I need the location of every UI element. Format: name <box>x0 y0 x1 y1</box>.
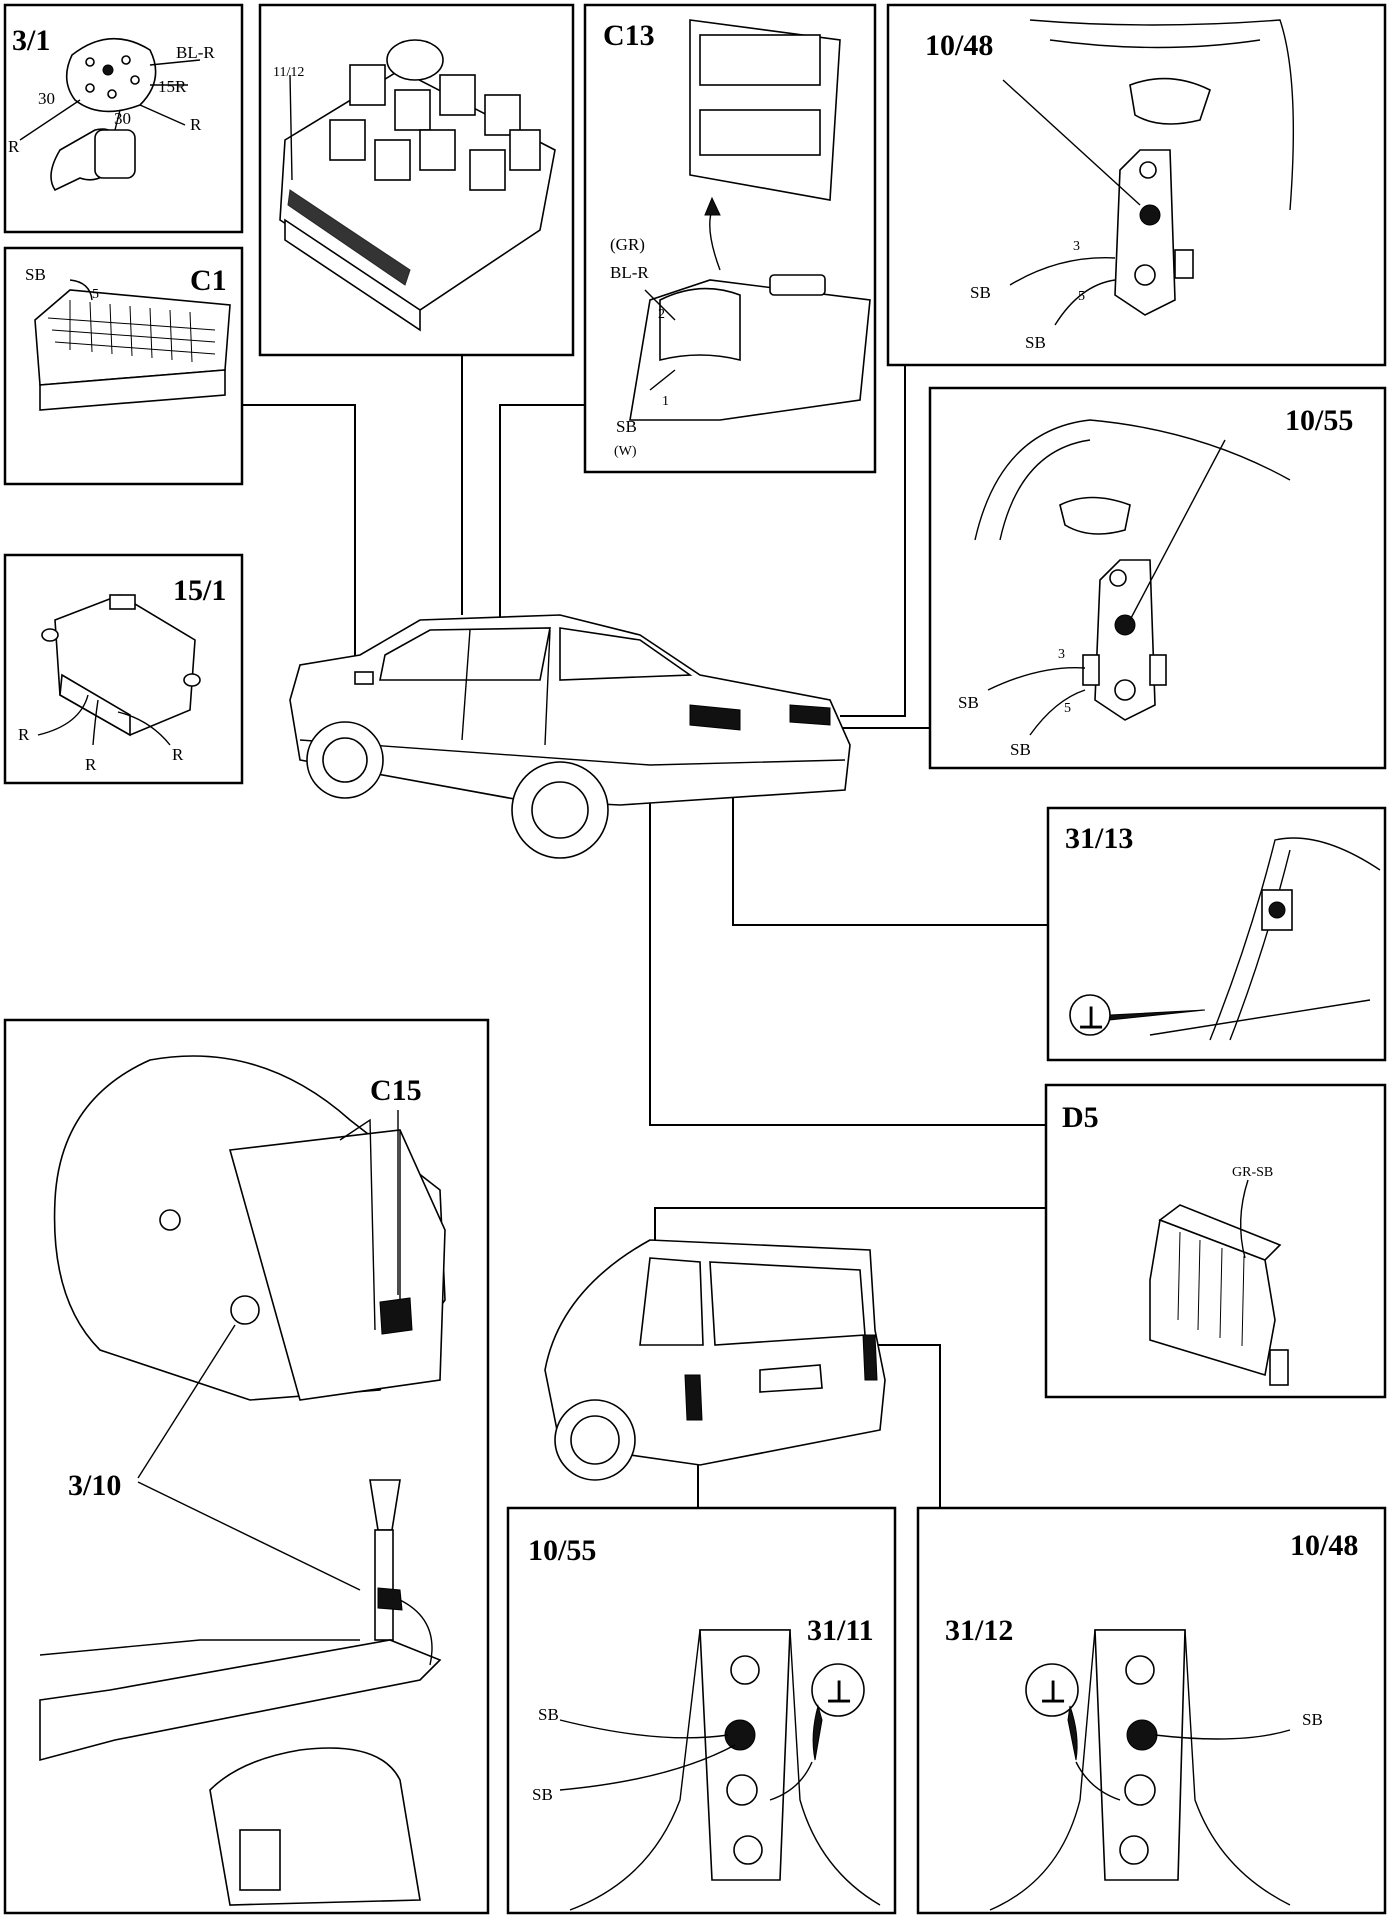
pin-label: 5 <box>1064 701 1071 716</box>
pin-label: 2 <box>658 307 665 322</box>
wire-label: SB <box>958 693 979 712</box>
terminal-label: 30 <box>114 109 131 128</box>
lead-line <box>69 279 93 301</box>
wire-label: (W) <box>614 444 637 459</box>
panel-15-1: 15/1 R R R <box>3 553 244 785</box>
wire-label: SB <box>25 265 46 284</box>
lead-line <box>137 1481 361 1591</box>
wire-label: BL-R <box>610 263 649 282</box>
panel-title: 10/55 <box>528 1534 596 1567</box>
panel-title: C1 <box>190 264 227 297</box>
leader-d5 <box>649 770 1046 1126</box>
connector-block-illustration <box>1149 1204 1289 1386</box>
wire-label: R <box>18 725 30 744</box>
terminal-label: 30 <box>38 89 55 108</box>
wire-label: BL-R <box>176 43 215 62</box>
lead-line <box>644 289 676 321</box>
panel-10-55-bot: ⊥ 10/55 31/11 SB SB <box>506 1506 897 1915</box>
lead-line <box>1002 79 1141 206</box>
mirror <box>354 671 374 685</box>
panel-title: 3/1 <box>12 24 50 57</box>
pin-label: 5 <box>92 287 99 302</box>
panel-title: C13 <box>603 19 655 52</box>
wire-label: SB <box>538 1705 559 1724</box>
shift-lever-illustration <box>39 1479 442 1906</box>
panel-title: 15/1 <box>173 574 226 607</box>
lead-line <box>1154 1729 1291 1740</box>
panel-10-48-bot: ⊥ 10/48 31/12 SB <box>916 1506 1387 1915</box>
pin-label: 1 <box>662 394 669 409</box>
panel-subtitle: 31/12 <box>945 1614 1013 1647</box>
lead-line <box>559 1719 729 1739</box>
lead-line <box>1239 1179 1249 1259</box>
panel-d5: D5 GR-SB <box>1044 1083 1387 1399</box>
wagon-illustration <box>544 1239 886 1481</box>
gearbox-illustration <box>53 1055 446 1401</box>
ground-symbol: ⊥ <box>826 1676 852 1709</box>
wire-label: SB <box>616 417 637 436</box>
panel-title: 10/48 <box>1290 1529 1358 1562</box>
ground-symbol: ⊥ <box>1040 1676 1066 1709</box>
panel-c13: C13 (GR) BL-R 2 1 SB (W) <box>583 3 877 474</box>
wire-label: (GR) <box>610 235 645 254</box>
panel-subtitle: 31/11 <box>807 1614 874 1647</box>
wire-label: SB <box>1010 740 1031 759</box>
fuse-relay-box-illustration <box>279 39 556 332</box>
center-console-illustration <box>629 19 871 421</box>
wire-label: R <box>172 745 184 764</box>
panel-c15-3-10: C15 3/10 <box>3 1018 490 1915</box>
panel-3-1: 3/1 BL-R 15R 30 30 R R <box>3 3 244 234</box>
panel-title: 11/12 <box>273 65 304 80</box>
leader-10-48-bot <box>872 1344 941 1508</box>
lead-line <box>289 74 293 181</box>
wire-label: GR-SB <box>1232 1165 1273 1180</box>
c15-connector <box>379 1297 413 1335</box>
tail-lamp-illustration: ⊥ <box>569 1629 881 1911</box>
panel-31-13: ⊥ 31/13 <box>1046 806 1387 1062</box>
panel-10-55-mid-frame <box>928 386 1387 770</box>
lead-line <box>149 59 201 66</box>
panel-title: 10/48 <box>925 29 993 62</box>
control-module-illustration <box>41 594 201 737</box>
leader-c1 <box>243 404 356 672</box>
wire-label: SB <box>1025 333 1046 352</box>
ground-symbol: ⊥ <box>1078 1002 1104 1035</box>
tail-lamp-holder-illustration <box>1029 19 1295 316</box>
wire-label: R <box>8 137 20 156</box>
panel-10-55-mid: 10/55 3 SB 5 SB <box>928 386 1387 770</box>
leader-10-48-top <box>840 330 906 717</box>
lead-line <box>137 1324 236 1479</box>
lead-line <box>1129 439 1226 621</box>
panel-title: 3/10 <box>68 1469 121 1502</box>
wire-label: SB <box>970 283 991 302</box>
connector-lines <box>243 330 1048 1508</box>
pin-label: 3 <box>1073 239 1080 254</box>
pin-label: 5 <box>1078 289 1085 304</box>
leader-c13 <box>499 404 585 690</box>
wire-label: R <box>190 115 202 134</box>
tail-lamp-illustration: ⊥ <box>989 1629 1291 1911</box>
panel-title: 10/55 <box>1285 404 1353 437</box>
connector-block-illustration <box>34 289 231 411</box>
trunk-ground-illustration: ⊥ <box>1069 837 1381 1041</box>
panel-title: D5 <box>1062 1101 1099 1134</box>
leader-31-13 <box>732 760 1048 926</box>
lead-line <box>37 694 89 736</box>
panel-11-12: 11/12 <box>258 3 575 357</box>
panel-10-48-top: 10/48 3 SB 5 SB <box>886 3 1387 367</box>
switch-illustration <box>50 37 157 192</box>
sedan-illustration <box>289 614 851 859</box>
wire-label: 15R <box>158 77 187 96</box>
panel-title: C15 <box>370 1074 422 1107</box>
panel-c1: C1 SB 5 <box>3 246 244 486</box>
wire-label: SB <box>532 1785 553 1804</box>
pin-label: 3 <box>1058 647 1065 662</box>
wire-label: SB <box>1302 1710 1323 1729</box>
panel-title: 31/13 <box>1065 822 1133 855</box>
wire-label: R <box>85 755 97 774</box>
